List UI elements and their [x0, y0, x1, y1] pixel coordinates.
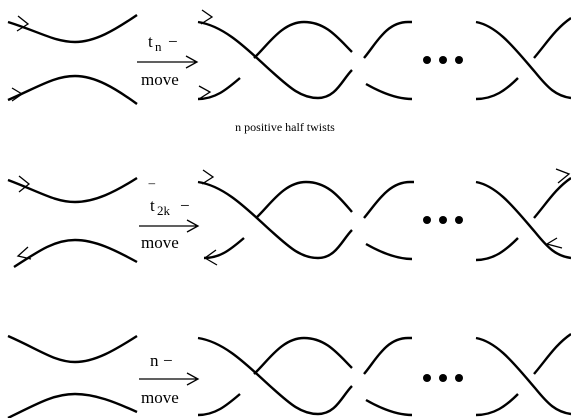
orientation-arrowhead: [18, 175, 31, 193]
left-lower-strand: [13, 238, 138, 269]
move-label-main: t: [150, 196, 155, 215]
left-upper-strand: [7, 334, 138, 364]
caption: n positive half twists: [235, 120, 335, 134]
row-2: ‾ t 2k − move: [7, 168, 571, 269]
twist-strand: [533, 333, 571, 375]
move-arrow: [139, 372, 200, 386]
ellipsis-dot: [439, 216, 447, 224]
twist-strand: [475, 180, 571, 260]
twist-strand: [197, 20, 353, 100]
twist-strand: [197, 393, 241, 417]
move-label-main: t: [148, 32, 153, 51]
orientation-arrowhead: [16, 15, 30, 32]
twist-strand: [363, 180, 414, 219]
left-lower-strand: [7, 74, 138, 105]
twist-strand: [365, 242, 413, 261]
twist-strand: [363, 336, 412, 375]
left-upper-strand: [7, 14, 138, 44]
twist-strand: [197, 336, 353, 416]
left-upper-strand: [7, 176, 138, 204]
twist-strand: [255, 180, 353, 219]
orientation-arrowhead: [16, 246, 32, 260]
move-arrow: [139, 219, 200, 233]
ellipsis-dot: [455, 56, 463, 64]
orientation-arrowhead: [200, 9, 214, 25]
orientation-arrowhead: [201, 169, 215, 185]
twist-strand: [363, 20, 412, 59]
twist-strand: [475, 336, 571, 416]
ellipsis-dot: [423, 56, 431, 64]
move-label-dash: −: [168, 32, 178, 51]
ellipsis-dot: [439, 56, 447, 64]
row-3: n − move: [7, 333, 571, 418]
twist-strand: [475, 237, 519, 262]
ellipsis-dot: [423, 216, 431, 224]
twist-strand: [253, 336, 353, 375]
twist-strand: [533, 177, 571, 219]
orientation-arrowhead: [203, 249, 218, 266]
ellipsis-dot: [439, 374, 447, 382]
twist-strand: [365, 398, 413, 417]
twist-strand: [475, 77, 519, 101]
move-arrow: [137, 55, 199, 69]
twist-strand: [203, 237, 245, 260]
twist-strand: [197, 77, 241, 101]
twist-strand: [365, 82, 413, 101]
left-lower-strand: [7, 392, 138, 418]
twist-strand: [197, 180, 353, 260]
twist-strand: [253, 20, 353, 59]
move-label-bottom: move: [141, 233, 179, 252]
move-label-dash: −: [180, 196, 190, 215]
twist-strand: [475, 20, 571, 100]
move-label-bottom: move: [141, 388, 179, 407]
orientation-arrowhead: [11, 87, 24, 102]
row-1: t n − move: [7, 9, 571, 105]
orientation-arrowhead: [555, 168, 571, 184]
twist-strand: [475, 393, 519, 417]
ellipsis-dot: [455, 374, 463, 382]
ellipsis-dot: [423, 374, 431, 382]
move-label-dash: −: [163, 351, 173, 370]
orientation-arrowhead: [545, 237, 563, 249]
move-label-bottom: move: [141, 70, 179, 89]
orientation-arrowhead: [198, 85, 212, 100]
move-label-sub: 2k: [157, 203, 171, 218]
ellipsis-dot: [455, 216, 463, 224]
move-label-sub: n: [155, 39, 162, 54]
move-label-main: n: [150, 351, 159, 370]
move-label-bar: ‾: [148, 182, 156, 201]
twist-strand: [533, 17, 571, 59]
